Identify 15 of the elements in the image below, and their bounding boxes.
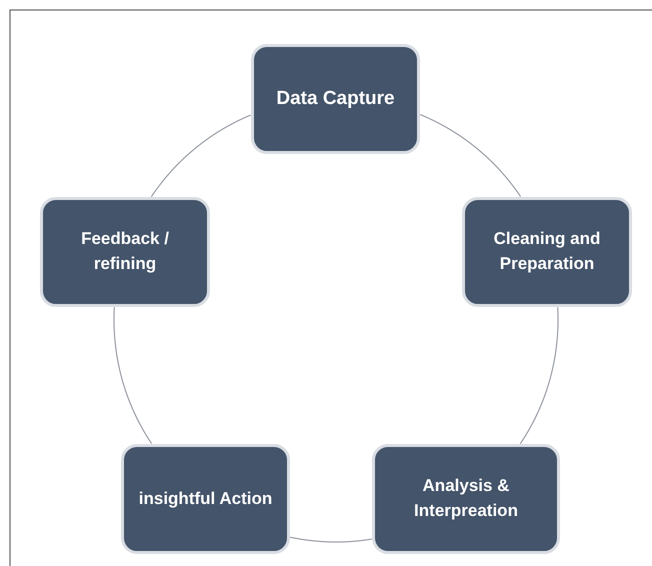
connector-arc [150,114,252,198]
connector-arc [520,306,558,444]
process-box [462,197,632,307]
process-box [372,444,560,554]
process-box [251,44,420,154]
connector-arc [420,114,522,198]
connector-arc [114,306,152,444]
process-box [40,197,210,307]
step-label: Analysis & Interpreation [413,475,519,522]
step-label: Feedback / refining [80,228,170,275]
step-label: Cleaning and Preparation [492,228,602,275]
step-label: insightful Action [138,488,272,510]
step-label: Data Capture [276,87,395,112]
connector-arc [290,536,372,542]
process-box [121,444,290,554]
